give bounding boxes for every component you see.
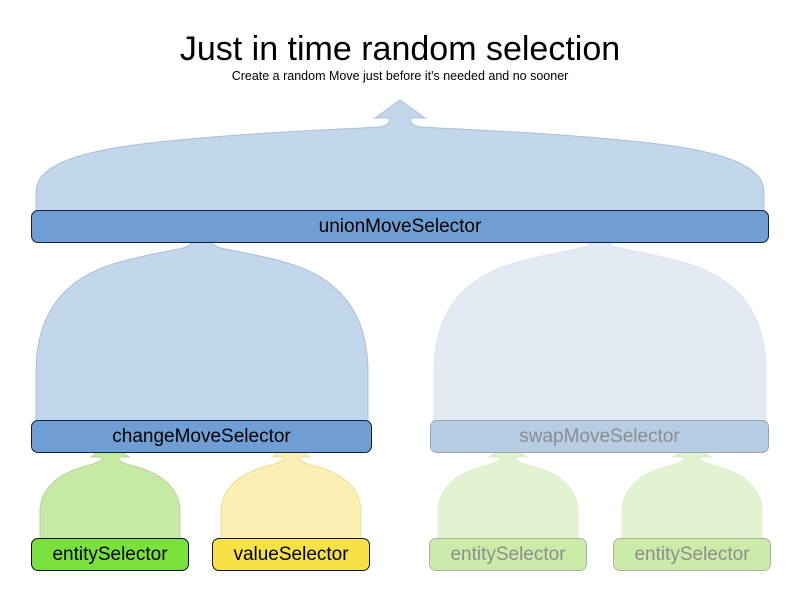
funnel-swap-union (433, 218, 767, 422)
node-label: changeMoveSelector (112, 426, 291, 447)
funnel-change-union (35, 218, 369, 422)
node-change-move-selector[interactable]: changeMoveSelector (31, 420, 372, 453)
funnel-entity2-swap (437, 440, 579, 540)
funnel-entity3-swap (621, 440, 763, 540)
funnel-union-output (35, 99, 765, 212)
node-label: entitySelector (52, 544, 168, 565)
page-subtitle: Create a random Move just before it's ne… (231, 69, 569, 83)
node-label: swapMoveSelector (519, 426, 680, 447)
node-entity-selector-3[interactable]: entitySelector (613, 538, 771, 571)
node-label: valueSelector (233, 544, 349, 565)
node-union-move-selector[interactable]: unionMoveSelector (31, 210, 769, 243)
node-label: entitySelector (634, 544, 750, 565)
funnel-value1-change (220, 440, 362, 540)
node-entity-selector-1[interactable]: entitySelector (31, 538, 189, 571)
node-label: unionMoveSelector (318, 216, 482, 237)
node-swap-move-selector[interactable]: swapMoveSelector (430, 420, 769, 453)
page-title: Just in time random selection (179, 30, 621, 68)
node-value-selector-1[interactable]: valueSelector (212, 538, 370, 571)
node-label: entitySelector (450, 544, 566, 565)
node-entity-selector-2[interactable]: entitySelector (429, 538, 587, 571)
funnel-entity1-change (39, 440, 181, 540)
